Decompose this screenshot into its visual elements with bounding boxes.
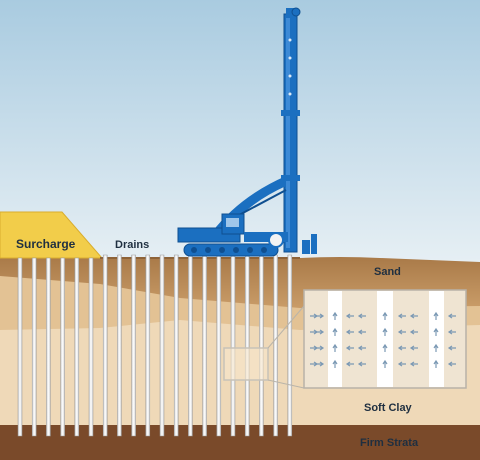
flow-arrow-icon [447,329,456,335]
flow-arrow-icon [316,345,325,351]
drain-16 [230,254,236,437]
flow-arrow-icon [345,313,354,319]
surcharge-label: Surcharge [16,237,76,251]
flow-arrow-icon [332,359,338,368]
flow-arrow-icon [397,329,406,335]
drain-11 [159,254,165,437]
drain-detail-callout [223,347,269,381]
flow-arrow-icon [357,345,366,351]
drain-9 [131,254,136,437]
firm-strata-label: Firm Strata [360,437,419,449]
flow-arrow-icon [447,361,456,367]
flow-arrow-icon [433,343,439,352]
flow-arrow-icon [433,327,439,336]
flow-arrow-icon [357,329,366,335]
drain-4 [60,257,65,437]
flow-arrow-icon [382,327,388,336]
flow-arrow-group [310,311,456,368]
drain-17 [244,254,250,437]
drain-13 [188,254,193,437]
drain-15 [216,254,222,437]
drain-18 [259,254,264,437]
callout-connector-top [267,305,305,349]
drain-detail-inset [303,289,467,389]
flow-arrow-icon [316,313,325,319]
flow-arrow-icon [357,361,366,367]
sand-label: Sand [374,266,401,278]
callout-connector-bottom [267,379,305,389]
drain-1 [17,257,23,437]
flow-arrow-icon [409,313,418,319]
flow-arrow-icon [409,361,418,367]
drilling-rig-icon [177,7,317,257]
drain-3 [46,257,51,437]
firm-strata-layer [0,425,480,460]
drain-10 [145,254,151,437]
flow-arrow-icon [345,329,354,335]
drain-2 [31,257,37,437]
flow-arrow-icon [382,343,388,352]
flow-arrow-icon [332,327,338,336]
flow-arrow-icon [345,361,354,367]
drains-label: Drains [115,239,149,251]
flow-arrow-icon [397,313,406,319]
flow-arrow-icon [433,359,439,368]
drain-8 [117,254,122,437]
drain-5 [74,257,80,437]
flow-arrow-icon [397,345,406,351]
drain-12 [173,254,179,437]
flow-arrow-icon [332,311,338,320]
flow-arrow-icon [433,311,439,320]
flow-arrow-icon [409,329,418,335]
drain-19 [273,254,278,437]
drain-20 [287,254,293,437]
flow-arrow-icon [316,361,325,367]
flow-arrow-icon [345,345,354,351]
flow-arrow-icon [447,345,456,351]
flow-arrow-icon [382,311,388,320]
flow-arrow-icon [447,313,456,319]
drain-14 [202,254,207,437]
flow-arrow-icon [357,313,366,319]
soft-clay-label: Soft Clay [364,402,413,414]
flow-arrow-icon [332,343,338,352]
flow-arrow-icon [409,345,418,351]
drain-group [17,254,293,437]
flow-arrow-icon [397,361,406,367]
drain-7 [102,254,108,437]
drain-6 [88,257,94,437]
flow-arrow-icon [316,329,325,335]
flow-arrow-icon [382,359,388,368]
